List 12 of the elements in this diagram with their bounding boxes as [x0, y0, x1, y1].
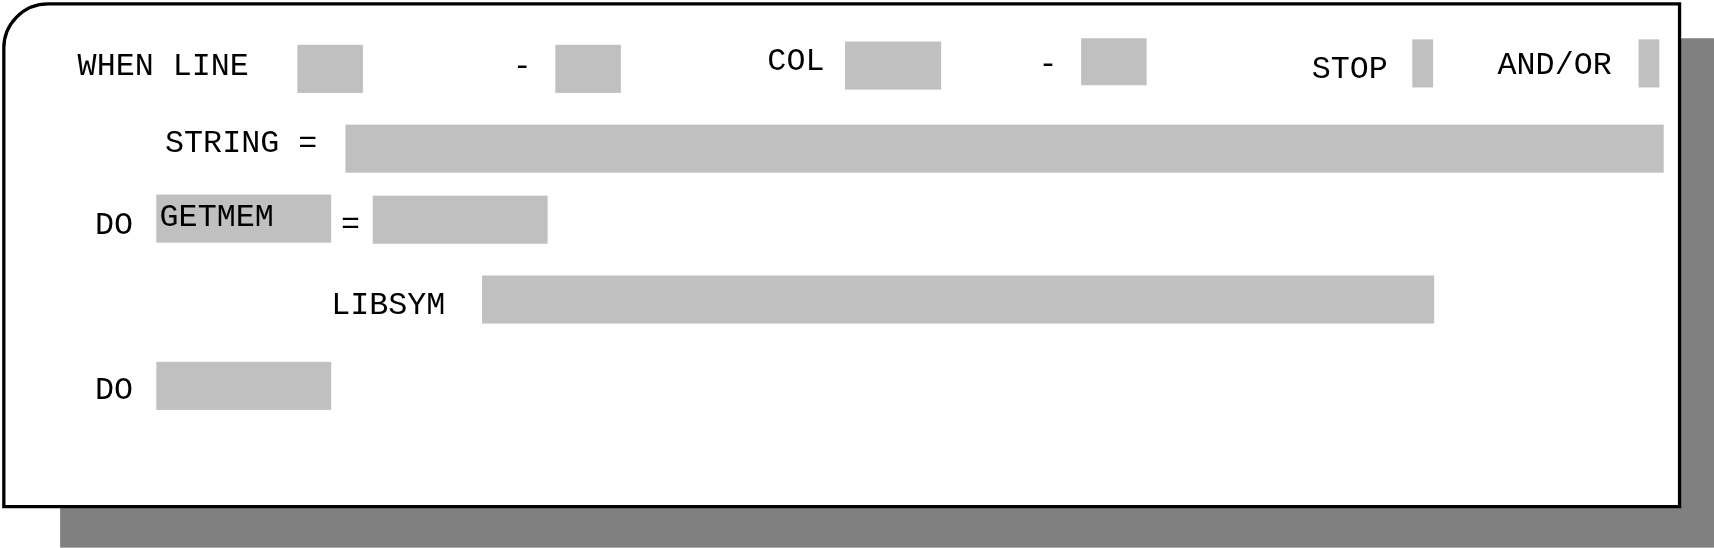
field-label: COL [767, 43, 825, 81]
field-label: LIBSYM [331, 287, 446, 325]
field-label: DO [95, 372, 134, 410]
field-label: WHEN LINE [77, 49, 249, 87]
field-label: DO [95, 207, 134, 245]
field-label: AND/OR [1497, 48, 1612, 86]
field-label: STOP [1311, 51, 1388, 89]
input-field: GETMEM [156, 194, 332, 243]
field-label: = [341, 206, 361, 244]
field-label: STRING = [165, 125, 318, 163]
field-label: - [512, 49, 532, 87]
field-label: - [1038, 47, 1058, 85]
